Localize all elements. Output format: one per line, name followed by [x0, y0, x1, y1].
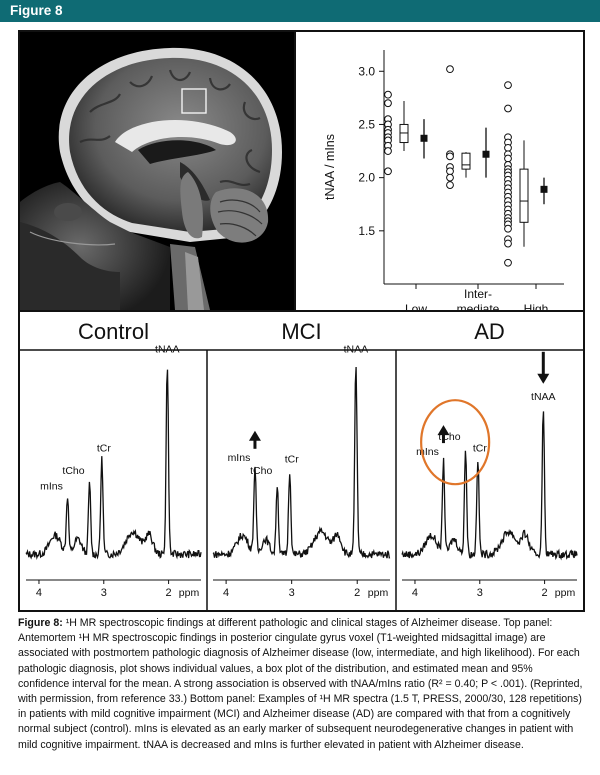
data-point [446, 181, 454, 189]
arrow-head [437, 425, 450, 436]
highlight-circle [420, 399, 491, 486]
spectrum-title: AD [474, 319, 505, 344]
spectrum-trace [212, 366, 391, 559]
peak-label: tCr [97, 442, 112, 454]
y-tick-label: 3.0 [358, 64, 375, 78]
spectrum-x-tick-label: 2 [166, 587, 172, 599]
spectrum-x-tick-label: 2 [542, 587, 548, 599]
mri-image [20, 32, 294, 310]
spectrum-trace [401, 411, 578, 561]
spectrum-x-tick-label: 4 [223, 587, 229, 599]
data-point [504, 143, 512, 152]
spectrum-x-tick-label: 3 [477, 587, 483, 599]
spectrum-x-unit: ppm [179, 587, 200, 599]
spectrum-x-unit: ppm [368, 587, 389, 599]
spectrum-x-tick-label: 4 [36, 587, 42, 599]
figure-title: Figure 8 [10, 3, 63, 18]
mean-marker [482, 150, 490, 158]
y-tick-label: 2.5 [358, 117, 375, 131]
spectrum-x-tick-label: 3 [289, 587, 295, 599]
data-point [384, 90, 392, 99]
data-point [446, 173, 454, 182]
spectrum-x-tick-label: 2 [354, 587, 360, 599]
peak-label: mIns [228, 452, 251, 464]
peak-label: tCho [62, 465, 84, 477]
peak-label: tNAA [344, 343, 369, 355]
peak-label: tNAA [155, 343, 180, 355]
peak-label: tNAA [531, 391, 556, 403]
y-tick-label: 1.5 [358, 224, 375, 238]
x-tick-label: Inter- [464, 287, 492, 301]
caption-label: Figure 8: [18, 617, 63, 629]
data-point [446, 167, 454, 176]
data-point [504, 224, 512, 233]
spectrum-x-tick-label: 4 [412, 587, 418, 599]
y-tick-label: 2.0 [358, 171, 375, 185]
x-tick-label: Low [405, 302, 427, 310]
data-point [384, 167, 392, 176]
spectrum-x-unit: ppm [555, 587, 576, 599]
panel-divider [294, 32, 296, 310]
spectrum-trace [25, 369, 202, 560]
data-point [504, 81, 512, 89]
data-point [384, 147, 392, 155]
figure-caption: Figure 8: ¹H MR spectroscopic findings a… [18, 616, 585, 753]
box-body [461, 152, 471, 170]
voxel-roi-box [181, 88, 207, 114]
spectrum-x-tick-label: 3 [101, 587, 107, 599]
data-point [504, 104, 512, 113]
caption-text: ¹H MR spectroscopic findings at differen… [18, 617, 583, 751]
mri-sagittal-image [20, 32, 294, 310]
arrow-head [537, 373, 550, 384]
spectrum-title: Control [78, 319, 149, 344]
box-body [519, 168, 529, 223]
peak-label: tCho [250, 465, 272, 477]
peak-label: tCr [285, 454, 300, 466]
data-point [504, 239, 512, 248]
data-point [446, 152, 454, 161]
peak-label: mIns [416, 446, 439, 458]
panel-divider-horizontal [20, 310, 583, 312]
data-point [384, 99, 392, 108]
spectrum-title: MCI [281, 319, 321, 344]
peak-label: tCr [473, 442, 488, 454]
data-point [504, 154, 512, 163]
mean-marker [420, 134, 428, 142]
y-axis-label: tNAA / mIns [323, 134, 337, 200]
mean-marker [540, 185, 548, 193]
peak-label: mIns [40, 480, 63, 492]
data-point [446, 65, 454, 74]
box-body [399, 123, 409, 144]
x-tick-label: mediate [457, 302, 500, 310]
x-tick-label: High [524, 302, 549, 310]
arrow-head [248, 430, 261, 441]
data-point [504, 258, 512, 267]
figure-header-bar: Figure 8 [0, 0, 600, 22]
